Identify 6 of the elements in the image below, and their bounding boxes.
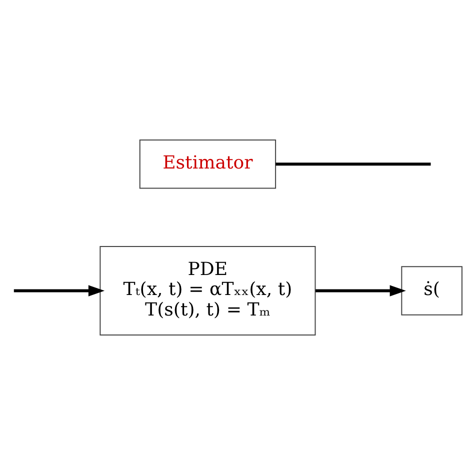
arrow	[13, 284, 104, 296]
arrow	[315, 284, 406, 296]
node-box: PDE Tₜ(x, t) = αTₓₓ(x, t) T(s(t), t) = Tₘ	[99, 246, 316, 335]
node-box: ṡ(	[400, 266, 462, 315]
node-box: Estimator	[138, 139, 276, 188]
connector	[275, 162, 430, 166]
